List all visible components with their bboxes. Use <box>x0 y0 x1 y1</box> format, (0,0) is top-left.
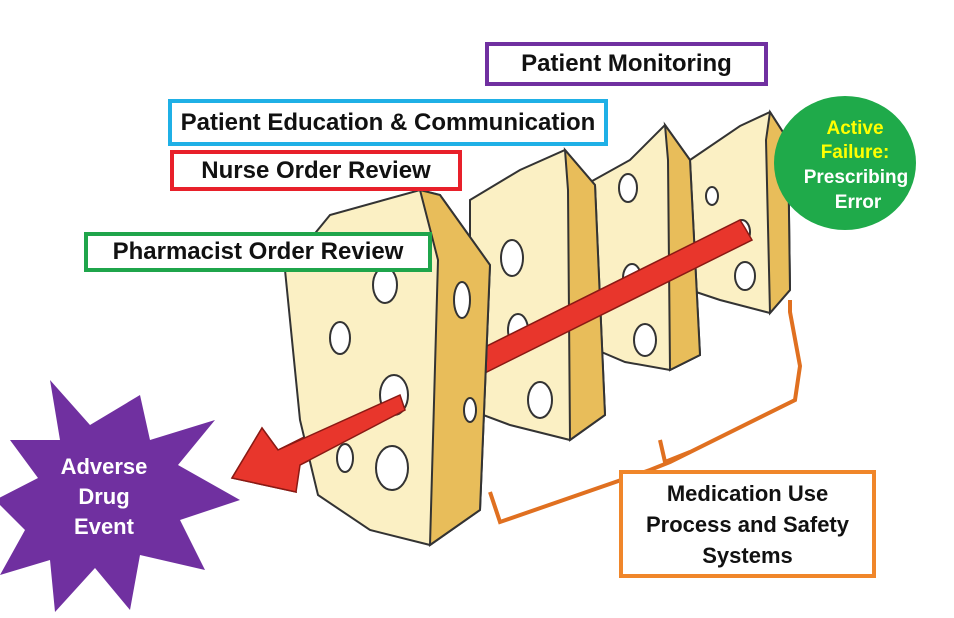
active-failure-line1: Active <box>826 118 883 139</box>
adverse-event-line2: Drug <box>78 484 129 509</box>
cheese-slice-4 <box>689 109 792 316</box>
patient-monitoring-label: Patient Monitoring <box>485 42 768 86</box>
nurse-order-review-label: Nurse Order Review <box>170 150 462 191</box>
active-failure-line4: Error <box>835 192 882 213</box>
cheese-slice-1 <box>283 188 492 547</box>
bracket <box>488 300 803 525</box>
patient-education-label: Patient Education & Communication <box>168 99 608 146</box>
medication-line2: Process and Safety <box>646 511 849 537</box>
active-failure-circle: Active Failure: Prescribing Error <box>774 96 916 230</box>
adverse-event-burst: Adverse Drug Event <box>0 380 240 612</box>
adverse-event-line1: Adverse <box>61 454 148 479</box>
active-failure-line2: Failure: <box>821 142 890 163</box>
cheese-slice-2 <box>469 147 607 442</box>
medication-line1: Medication Use <box>666 480 829 506</box>
medication-line3: Systems <box>702 542 793 568</box>
failure-arrow-head <box>230 393 406 493</box>
medication-use-box: Medication Use Process and Safety System… <box>619 470 876 578</box>
active-failure-line3: Prescribing <box>804 167 909 188</box>
bracket-tip <box>658 439 691 465</box>
pharmacist-order-review-label: Pharmacist Order Review <box>84 232 432 272</box>
adverse-event-line3: Event <box>74 514 135 539</box>
